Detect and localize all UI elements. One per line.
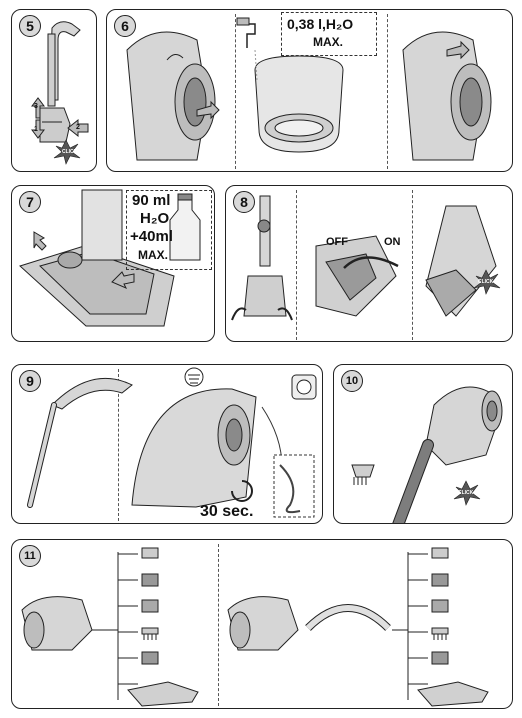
heat-up-time-label: 30 sec.: [200, 503, 254, 520]
panel-step-8: 8 OFF ON CLICK: [225, 185, 513, 342]
accessory-attach-illustration: [351, 386, 503, 523]
accessory-combinations-illustration: [21, 547, 489, 707]
step-number-8: 8: [233, 191, 255, 213]
panel-step-6: 6 0,38 l,H₂O MAX.: [106, 9, 513, 172]
divider: [412, 190, 413, 340]
water-amount-label: 0,38 l,H₂O: [287, 16, 354, 32]
step-number-5: 5: [19, 15, 41, 37]
divider: [118, 369, 119, 521]
arrow-label-1: 1: [34, 126, 38, 133]
step-number-6: 6: [114, 15, 136, 37]
divider: [235, 14, 236, 169]
off-label: OFF: [326, 236, 348, 248]
divider: [296, 190, 297, 340]
additive-volume-label: +40ml: [130, 228, 173, 245]
water-volume-label: 90 ml: [132, 192, 171, 209]
detergent-capacity-callout: [126, 190, 212, 270]
power-switch-illustration: [231, 195, 501, 321]
click-burst-label: CLICK: [458, 490, 474, 496]
step-number-7: 7: [19, 191, 41, 213]
panel-step-10: 10 CLICK: [333, 364, 513, 524]
water-capacity-callout: [281, 12, 377, 56]
steam-mop-handle-illustration: [31, 21, 89, 165]
detergent-fill-illustration: [19, 189, 201, 327]
max-label: MAX.: [138, 248, 168, 262]
panel-step-5: 5 3 1 2 CLICK: [11, 9, 97, 172]
step-number-10: 10: [341, 370, 363, 392]
arrow-label-2: 2: [76, 124, 80, 131]
on-label: ON: [384, 236, 401, 248]
arrow-label-3: 3: [34, 103, 38, 110]
click-burst-label: CLICK: [478, 279, 494, 285]
panel-step-9: 9 30 sec.: [11, 364, 323, 524]
step-number-11: 11: [19, 545, 41, 567]
divider: [218, 544, 219, 706]
max-label: MAX.: [313, 35, 343, 49]
h2o-label: H₂O: [140, 210, 170, 227]
step-number-9: 9: [19, 370, 41, 392]
panel-step-7: 7 90 ml H₂O +40ml MAX.: [11, 185, 215, 342]
panel-step-11: 11: [11, 539, 513, 709]
click-burst-label: CLICK: [62, 149, 78, 155]
divider: [387, 14, 388, 169]
plug-in-heat-illustration: [27, 367, 317, 518]
water-tank-fill-illustration: [126, 17, 492, 161]
